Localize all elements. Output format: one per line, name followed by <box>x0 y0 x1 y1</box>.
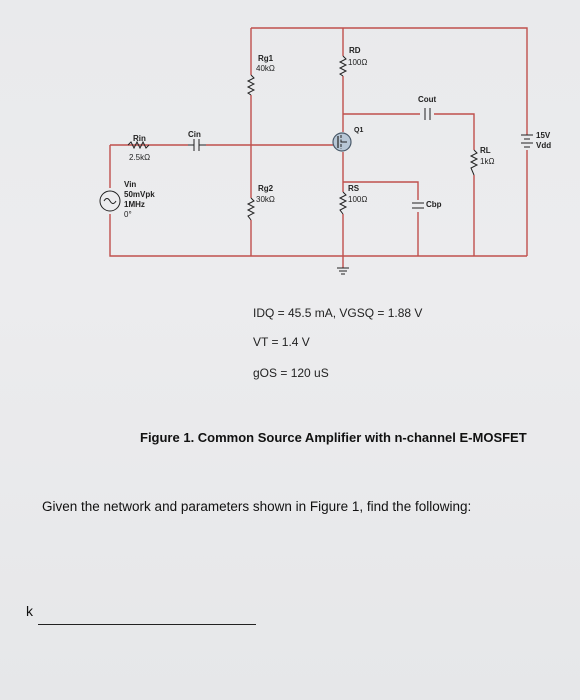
vin-amplitude-label: 50mVpk <box>124 190 155 199</box>
rin-value-label: 2.5kΩ <box>129 153 151 162</box>
rg2-value-label: 30kΩ <box>256 195 275 204</box>
answer-label-k: k <box>26 603 33 619</box>
rd-name-label: RD <box>349 46 361 55</box>
rl-value-label: 1kΩ <box>480 157 495 166</box>
q1-mosfet <box>332 132 352 152</box>
answer-blank-line[interactable] <box>38 624 256 625</box>
rs-value-label: 100Ω <box>348 195 368 204</box>
cin-name-label: Cin <box>188 130 201 139</box>
rin-name-label: Rin <box>133 134 146 143</box>
param-vt: VT = 1.4 V <box>253 335 310 349</box>
cout-name-label: Cout <box>418 95 437 104</box>
figure-caption: Figure 1. Common Source Amplifier with n… <box>140 430 527 445</box>
rs-name-label: RS <box>348 184 360 193</box>
rs-resistor <box>338 191 348 215</box>
vdd-value-label: 15V <box>536 131 551 140</box>
rg1-value-label: 40kΩ <box>256 64 275 73</box>
q1-name-label: Q1 <box>354 127 364 134</box>
rl-resistor <box>469 149 479 176</box>
circuit-components <box>99 55 533 275</box>
vdd-name-label: Vdd <box>536 141 552 150</box>
rg2-name-label: Rg2 <box>258 184 274 193</box>
question-text: Given the network and parameters shown i… <box>42 499 472 514</box>
rin-resistor <box>127 140 150 150</box>
param-gos: gOS = 120 uS <box>253 366 329 380</box>
rd-resistor <box>338 55 348 77</box>
cbp-name-label: Cbp <box>426 200 442 209</box>
rg2-resistor <box>246 197 256 221</box>
param-idq-vgsq: IDQ = 45.5 mA, VGSQ = 1.88 V <box>253 306 423 320</box>
rd-value-label: 100Ω <box>348 58 368 67</box>
circuit-wires <box>109 27 528 268</box>
rg1-resistor <box>246 74 256 96</box>
rl-name-label: RL <box>480 146 491 155</box>
vin-name-label: Vin <box>124 180 137 189</box>
vin-phase-label: 0° <box>124 210 132 219</box>
rg1-name-label: Rg1 <box>258 54 274 63</box>
vin-frequency-label: 1MHz <box>124 200 145 209</box>
